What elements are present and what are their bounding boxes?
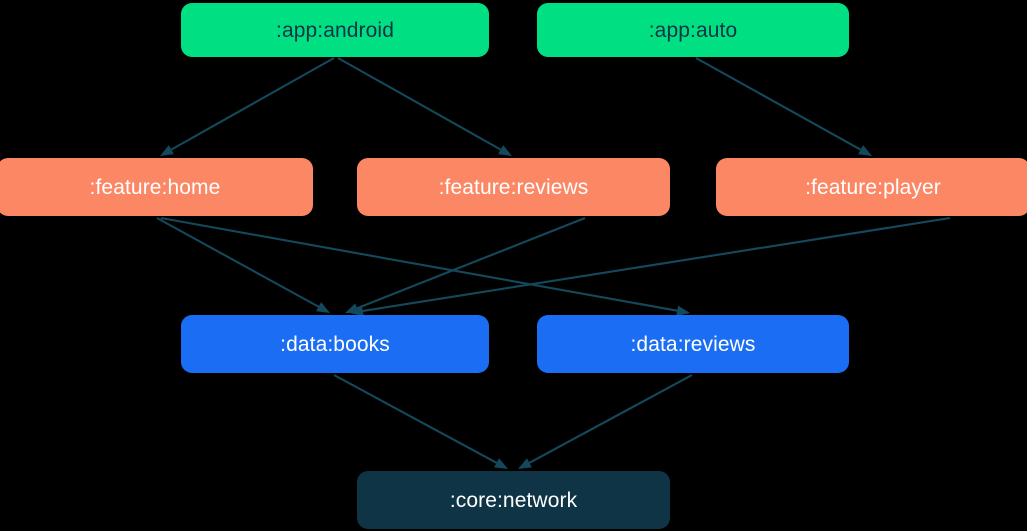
edge-app-auto-to-feature-player xyxy=(695,57,872,156)
arrowhead-icon xyxy=(350,305,364,317)
node-data-reviews[interactable]: :data:reviews xyxy=(537,315,849,373)
node-label: :feature:player xyxy=(805,175,941,199)
arrowhead-icon xyxy=(858,145,872,156)
arrowhead-icon xyxy=(518,458,532,469)
arrowhead-icon xyxy=(676,305,690,316)
edge-app-android-to-feature-home xyxy=(160,57,335,156)
arrowhead-icon xyxy=(494,458,508,469)
arrowhead-icon xyxy=(316,302,330,313)
node-feature-home[interactable]: :feature:home xyxy=(0,158,313,216)
node-label: :data:books xyxy=(280,332,390,356)
edge-feature-home-to-data-reviews xyxy=(160,216,690,316)
edge-feature-player-to-data-books xyxy=(350,216,951,317)
edge-feature-reviews-to-data-books xyxy=(345,217,586,314)
node-feature-reviews[interactable]: :feature:reviews xyxy=(357,158,670,216)
node-feature-player[interactable]: :feature:player xyxy=(716,158,1027,216)
node-data-books[interactable]: :data:books xyxy=(181,315,489,373)
node-label: :core:network xyxy=(449,488,578,512)
node-app-android[interactable]: :app:android xyxy=(181,3,489,57)
edge-data-reviews-to-core-network xyxy=(518,374,693,469)
node-label: :app:auto xyxy=(648,18,738,42)
edge-app-android-to-feature-reviews xyxy=(337,57,512,156)
node-core-network[interactable]: :core:network xyxy=(357,471,670,529)
edge-data-books-to-core-network xyxy=(333,374,508,469)
node-app-auto[interactable]: :app:auto xyxy=(537,3,849,57)
node-label: :feature:reviews xyxy=(438,175,589,199)
node-label: :feature:home xyxy=(89,175,221,199)
arrowhead-icon xyxy=(498,145,512,156)
arrowhead-icon xyxy=(160,145,174,156)
node-label: :data:reviews xyxy=(630,332,756,356)
edge-feature-home-to-data-books xyxy=(156,217,330,313)
node-label: :app:android xyxy=(276,18,394,42)
